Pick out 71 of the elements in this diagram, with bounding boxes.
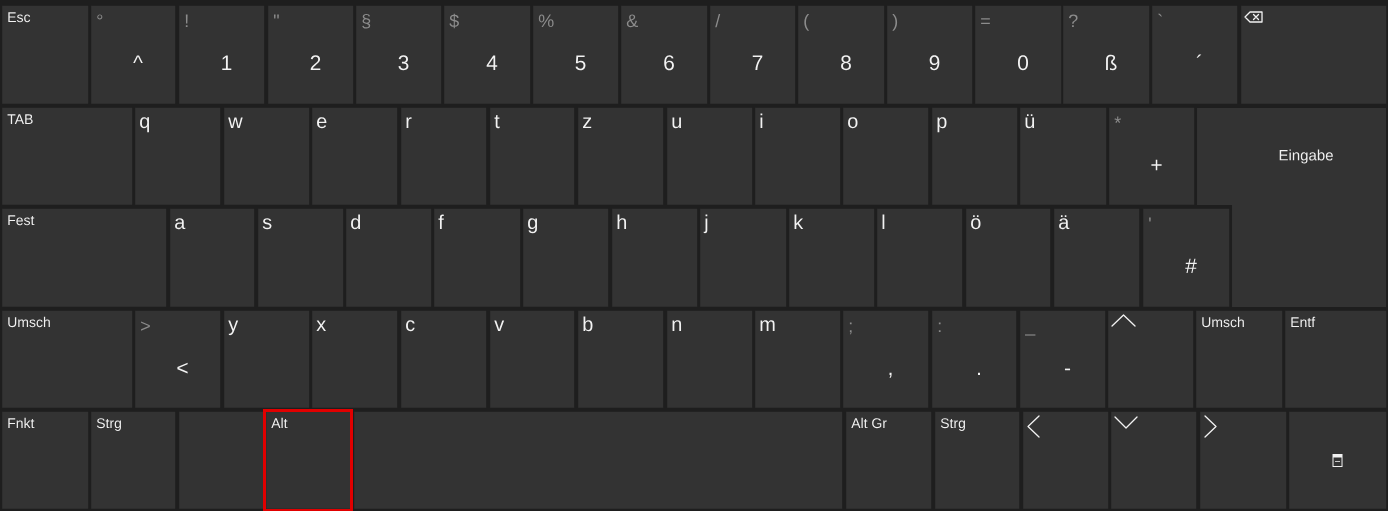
key: ; , xyxy=(843,310,929,408)
key: Fnkt xyxy=(2,411,89,509)
key xyxy=(179,411,264,509)
key: ) 9 xyxy=(887,5,973,104)
key: Strg xyxy=(935,411,1020,509)
key: b xyxy=(578,310,664,408)
key: l xyxy=(877,208,963,307)
key: Entf xyxy=(1285,310,1387,408)
key: r xyxy=(401,107,487,205)
key: c xyxy=(401,310,487,408)
key: / 7 xyxy=(710,5,796,104)
key: q xyxy=(135,107,221,205)
key: § 3 xyxy=(356,5,442,104)
node-label: ß xyxy=(1106,54,1117,71)
node-label: ? xyxy=(1068,14,1078,27)
key: " 2 xyxy=(268,5,354,104)
node-label: 0 xyxy=(1017,55,1029,71)
key: e xyxy=(312,107,398,205)
key: ` ´ xyxy=(1152,5,1238,104)
key: ? ß xyxy=(1063,5,1150,104)
key: t xyxy=(490,107,575,205)
key xyxy=(1200,411,1287,509)
key: : . xyxy=(932,310,1017,408)
key: k xyxy=(789,208,875,307)
key: Umsch xyxy=(2,310,133,408)
key: $ 4 xyxy=(444,5,531,104)
key: x xyxy=(312,310,398,408)
key: w xyxy=(224,107,310,205)
key: TAB xyxy=(2,107,133,205)
key: ( 8 xyxy=(798,5,885,104)
key: = 0 xyxy=(975,5,1062,104)
key xyxy=(354,411,843,509)
key: ! 1 xyxy=(179,5,265,104)
key: m xyxy=(755,310,841,408)
key xyxy=(1111,411,1197,509)
key: ' # xyxy=(1143,208,1230,307)
key: ° ^ xyxy=(91,5,176,104)
key: g xyxy=(523,208,609,307)
key: & 6 xyxy=(621,5,708,104)
key: * + xyxy=(1109,107,1195,205)
key xyxy=(1241,5,1387,104)
key: Alt Gr xyxy=(846,411,932,509)
key: _ - xyxy=(1020,310,1106,408)
key: i xyxy=(755,107,841,205)
key xyxy=(1108,310,1194,408)
key: Strg xyxy=(91,411,176,509)
key: ö xyxy=(966,208,1051,307)
key xyxy=(1023,411,1109,509)
key: d xyxy=(346,208,432,307)
key: h xyxy=(612,208,698,307)
node-label: = xyxy=(981,18,990,24)
key: y xyxy=(224,310,310,408)
key: f xyxy=(434,208,521,307)
key: Esc xyxy=(2,5,89,104)
key: n xyxy=(667,310,753,408)
key xyxy=(1289,411,1387,509)
key: s xyxy=(258,208,344,307)
key: o xyxy=(843,107,929,205)
key: ü xyxy=(1020,107,1107,205)
key: u xyxy=(667,107,753,205)
key: j xyxy=(700,208,787,307)
key: ä xyxy=(1054,208,1140,307)
key: v xyxy=(490,310,575,408)
key: Alt xyxy=(263,409,353,511)
key: > < xyxy=(135,310,221,408)
key: Umsch xyxy=(1196,310,1283,408)
key: % 5 xyxy=(533,5,619,104)
key: a xyxy=(170,208,255,307)
key: z xyxy=(578,107,664,205)
key: p xyxy=(932,107,1018,205)
key: Fest xyxy=(2,208,167,307)
